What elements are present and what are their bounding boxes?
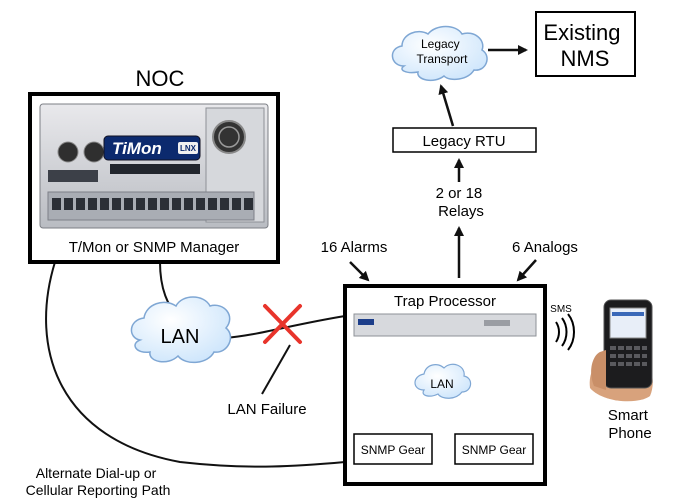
smart-phone-line: Smart: [608, 407, 649, 424]
arrow-alarms-in: [349, 261, 370, 282]
lan-failure-label: LAN Failure: [227, 401, 306, 418]
legacy-transport-cloud: [391, 25, 488, 82]
analogs-label: 6 Analogs: [512, 239, 578, 256]
signal-waves-icon: [555, 313, 575, 351]
smart-phone-label: Smart Phone: [608, 407, 652, 442]
fan-icon: [212, 120, 246, 154]
noc-caption: T/Mon or SNMP Manager: [69, 239, 240, 256]
fan-icon: [83, 141, 105, 163]
trap-processor-device-image: [353, 313, 537, 337]
alternate-path-line: Cellular Reporting Path: [26, 482, 171, 498]
trap-lan-label: LAN: [430, 377, 453, 391]
smart-phone-line: Phone: [608, 425, 651, 442]
trap-lan-cloud: [414, 363, 472, 399]
snmp-gear-left-box: [353, 433, 433, 465]
failure-x-icon: [263, 304, 302, 344]
sms-label: SMS: [550, 304, 572, 315]
existing-nms-line: Existing: [543, 20, 620, 45]
lan-label: LAN: [161, 326, 200, 348]
noc-heading: NOC: [136, 66, 185, 91]
legacy-transport-label: Legacy Transport: [417, 37, 469, 66]
timon-device-image: TiMon LNX: [39, 103, 269, 229]
device-brand: TiMon: [112, 139, 162, 158]
legacy-rtu-box: [392, 127, 537, 153]
device-badge: LNX: [180, 144, 197, 153]
snmp-gear-right-label: SNMP Gear: [462, 443, 526, 457]
lan-cloud: [130, 296, 232, 364]
trap-processor-title: Trap Processor: [394, 293, 496, 310]
arrow-analogs-in: [516, 259, 537, 282]
legacy-rtu-label: Legacy RTU: [422, 133, 505, 150]
legacy-transport-line: Legacy: [421, 37, 460, 51]
arrows: [349, 45, 537, 282]
fan-icon: [57, 141, 79, 163]
relays-label: 2 or 18 Relays: [436, 185, 487, 220]
lan-failure-pointer: [261, 344, 291, 395]
smartphone-image: [589, 299, 653, 402]
snmp-gear-right-box: [454, 433, 534, 465]
existing-nms-label: Existing NMS: [543, 20, 626, 71]
alternate-path-label: Alternate Dial-up or Cellular Reporting …: [26, 465, 171, 498]
alarms-label: 16 Alarms: [321, 239, 388, 256]
existing-nms-box: [535, 11, 636, 77]
alternate-path-line: [45, 261, 346, 468]
relays-line: 2 or 18: [436, 185, 483, 202]
legacy-transport-line: Transport: [417, 52, 469, 66]
snmp-gear-left-label: SNMP Gear: [361, 443, 425, 457]
relays-line: Relays: [438, 203, 484, 220]
alternate-path-line: Alternate Dial-up or: [36, 465, 157, 481]
existing-nms-line: NMS: [561, 46, 610, 71]
arrow-rtu-to-transport: [438, 84, 455, 127]
port-row: [52, 198, 253, 210]
